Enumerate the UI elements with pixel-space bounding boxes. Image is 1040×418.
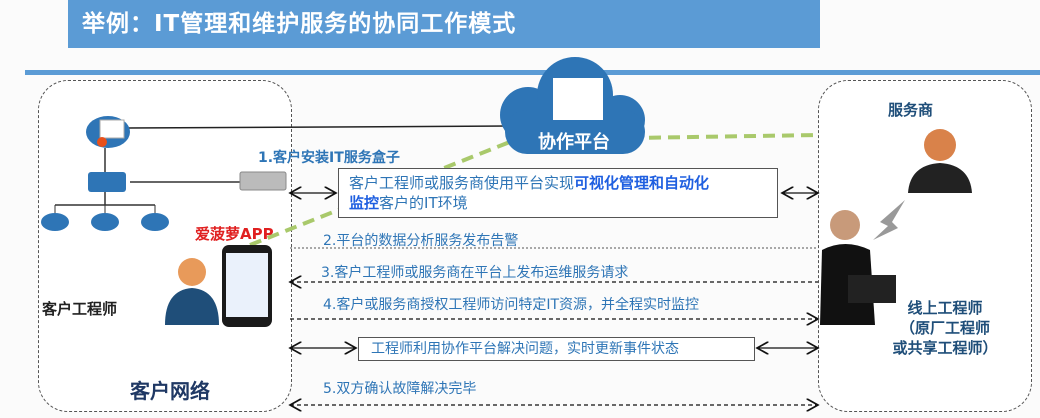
- step-1: 1.客户安装IT服务盒子: [258, 150, 400, 166]
- customer-engineer-label: 客户工程师: [42, 300, 118, 318]
- online-engineer-sub1: （原厂工程师: [899, 319, 990, 337]
- customer-engineer-icon: [165, 258, 219, 325]
- online-engineer-title: 线上工程师: [907, 299, 983, 317]
- firewall-platform-link: [119, 125, 521, 129]
- online-engineer-sub2: 或共享工程师）: [892, 339, 998, 357]
- cloud-icon: [500, 57, 645, 154]
- box1-text-d: 客户的IT环境: [379, 194, 468, 212]
- provider-label: 服务商: [888, 101, 934, 119]
- box1-text-c: 监控: [349, 194, 380, 212]
- firewall-icon: [86, 116, 130, 148]
- access-point-icons: [41, 213, 169, 231]
- page-title: 举例：IT管理和维护服务的协同工作模式: [68, 0, 820, 48]
- it-service-box-icon: [239, 171, 287, 191]
- service-provider-icon: [908, 129, 972, 193]
- box1-text-a: 客户工程师或服务商使用平台实现: [349, 174, 575, 192]
- platform-provider-link: [629, 133, 819, 140]
- cloud-label: 协作平台: [538, 132, 610, 153]
- box1-text-b: 可视化管理和自动化: [574, 174, 710, 192]
- arrow-down-icon: [873, 200, 905, 240]
- step-5: 5.双方确认故障解决完毕: [323, 381, 477, 397]
- online-engineer-icon: [820, 210, 896, 325]
- step-4-detail-box: 工程师利用协作平台解决问题，实时更新事件状态: [358, 337, 755, 361]
- step-3: 3.客户工程师或服务商在平台上发布运维服务请求: [321, 265, 629, 281]
- customer-network-label: 客户网络: [130, 379, 210, 403]
- app-label: 爱菠萝APP: [195, 225, 274, 243]
- step-4: 4.客户或服务商授权工程师访问特定IT资源，并全程实时监控: [323, 297, 700, 313]
- online-engineer-label: 线上工程师 （原厂工程师 或共享工程师）: [890, 298, 1000, 358]
- step-1-detail-box: 客户工程师或服务商使用平台实现可视化管理和自动化 监控客户的IT环境: [338, 168, 778, 218]
- step-2: 2.平台的数据分析服务发布告警: [323, 233, 519, 249]
- switch-icon: [88, 172, 126, 192]
- divider: [25, 70, 1040, 75]
- phone-icon: [222, 245, 272, 327]
